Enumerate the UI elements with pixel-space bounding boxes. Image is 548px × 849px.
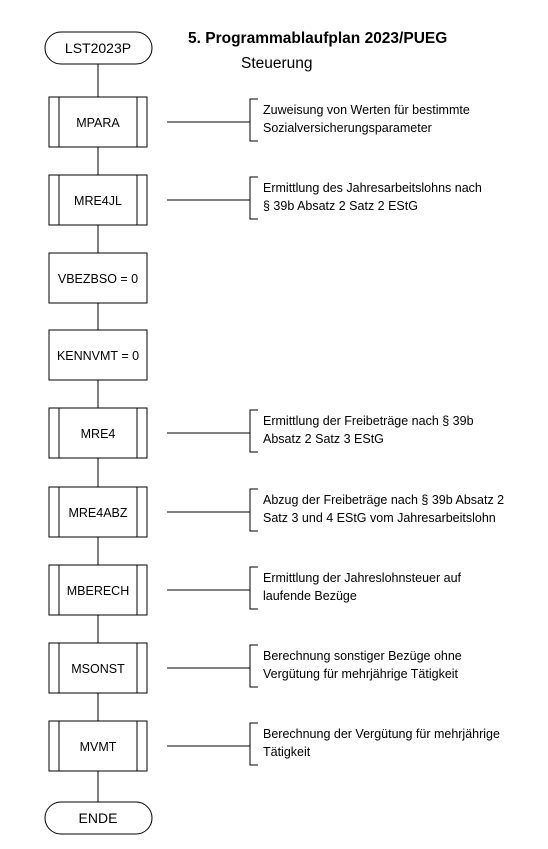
subroutine-box-mvmt: [48, 720, 148, 772]
comment-bracket: [249, 98, 258, 142]
step-label-msonst: MSONST: [71, 662, 125, 676]
subroutine-box-mberech: [48, 564, 148, 616]
end-label: ENDE: [79, 810, 118, 826]
step-label-mre4jl: MRE4JL: [74, 194, 122, 208]
comment-text-msonst: Berechnung sonstiger Bezüge ohne: [263, 649, 462, 663]
comment-text-mre4jl: Ermittlung des Jahresarbeitslohns nach: [263, 181, 482, 195]
step-label-mvmt: MVMT: [80, 740, 117, 754]
end-terminal: [44, 801, 153, 835]
process-box-kennvmt-0: [48, 329, 148, 381]
comment-text-mberech: Ermittlung der Jahreslohnsteuer auf: [263, 571, 462, 585]
subroutine-box-mre4: [48, 407, 148, 459]
comment-text-msonst: Vergütung für mehrjährige Tätigkeit: [263, 667, 459, 681]
subroutine-box-msonst: [48, 642, 148, 694]
start-terminal: [44, 31, 153, 65]
process-box-vbezbso-0: [48, 252, 148, 304]
comment-text-mre4abz: Satz 3 und 4 EStG vom Jahresarbeitslohn: [263, 511, 496, 525]
comment-text-mpara: Sozialversicherungsparameter: [263, 121, 432, 135]
step-label-mre4abz: MRE4ABZ: [68, 506, 127, 520]
comment-bracket: [249, 409, 258, 453]
comment-bracket: [249, 488, 258, 532]
subroutine-box-mre4jl: [48, 174, 148, 226]
diagram-title: 5. Programmablaufplan 2023/PUEG: [188, 30, 448, 47]
step-label-mre4: MRE4: [81, 427, 116, 441]
comment-bracket: [249, 644, 258, 688]
diagram-subtitle: Steuerung: [241, 55, 313, 72]
step-label-mberech: MBERECH: [67, 584, 130, 598]
comment-text-mre4: Absatz 2 Satz 3 EStG: [263, 432, 384, 446]
comment-text-mre4: Ermittlung der Freibeträge nach § 39b: [263, 414, 474, 428]
comment-bracket: [249, 566, 258, 610]
comment-bracket: [249, 722, 258, 766]
comment-text-mvmt: Tätigkeit: [263, 745, 311, 759]
comment-text-mvmt: Berechnung der Vergütung für mehrjährige: [263, 727, 500, 741]
step-label-vbezbso-0: VBEZBSO = 0: [58, 272, 138, 286]
subroutine-box-mpara: [48, 96, 148, 148]
step-label-kennvmt-0: KENNVMT = 0: [57, 349, 139, 363]
step-label-mpara: MPARA: [76, 116, 120, 130]
comment-bracket: [249, 176, 258, 220]
comment-text-mberech: laufende Bezüge: [263, 589, 357, 603]
comment-text-mre4jl: § 39b Absatz 2 Satz 2 EStG: [263, 199, 418, 213]
subroutine-box-mre4abz: [48, 486, 148, 538]
comment-text-mre4abz: Abzug der Freibeträge nach § 39b Absatz …: [263, 493, 504, 507]
comment-text-mpara: Zuweisung von Werten für bestimmte: [263, 103, 470, 117]
start-label: LST2023P: [65, 40, 131, 56]
